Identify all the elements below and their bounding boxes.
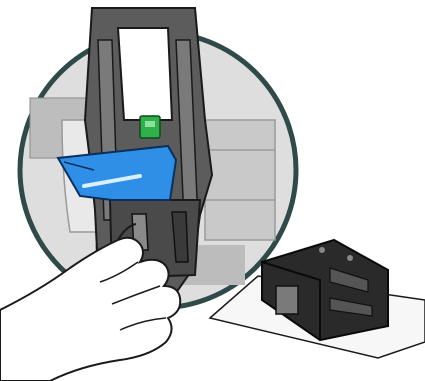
green-latch-icon <box>140 116 160 138</box>
interior-panel-right <box>205 120 275 240</box>
frame-opening <box>118 28 172 120</box>
frame-opening-highlight <box>130 42 158 50</box>
